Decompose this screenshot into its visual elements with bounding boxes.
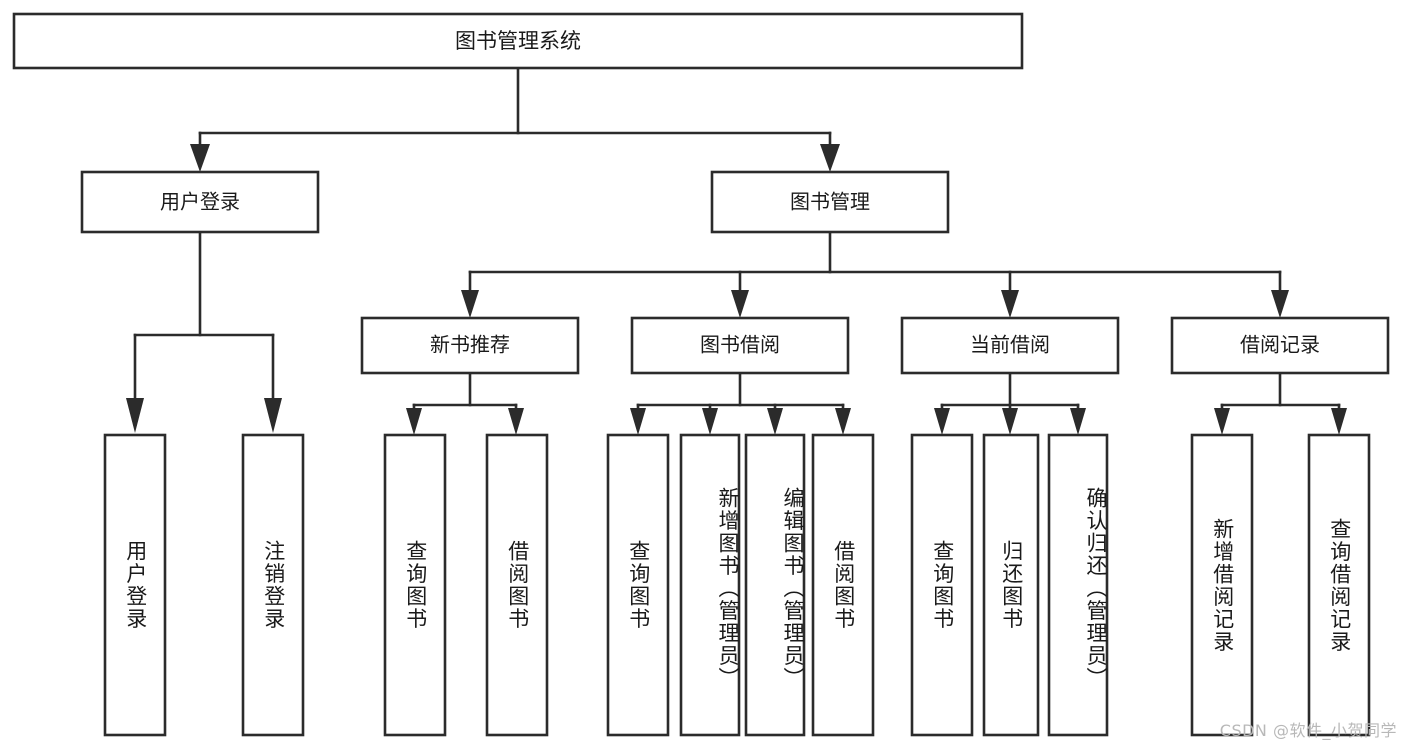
leaf-box-book-borrow-4[interactable]: [811, 433, 875, 737]
arrow-to-user-login: [190, 144, 210, 172]
connector-group-current-borrow: [934, 371, 1086, 435]
leaf-boxes-book-borrow: [606, 433, 875, 737]
connector-group-book-manage: [461, 230, 1289, 318]
arrow-to-leaf-user-login-2: [264, 398, 282, 433]
arrow-to-leaf-user-login-1: [126, 398, 144, 433]
leaf-boxes-current-borrow: [910, 433, 1109, 737]
node-current-borrow-label: 当前借阅: [970, 333, 1050, 357]
connector-group-user-login: [126, 230, 282, 433]
arrow-to-leaf-cb-2: [1002, 408, 1018, 435]
leaf-box-book-borrow-3[interactable]: [744, 433, 806, 737]
arrow-to-leaf-bb-3: [767, 408, 783, 435]
arrow-to-new-book-rec: [461, 290, 479, 318]
arrow-to-leaf-nbr-1: [406, 408, 422, 435]
arrow-to-leaf-bb-2: [702, 408, 718, 435]
leaf-box-user-login-1[interactable]: [103, 433, 167, 737]
node-borrow-record-box[interactable]: [1170, 316, 1390, 375]
leaf-box-user-login-2[interactable]: [241, 433, 305, 737]
leaf-boxes-user-login: [103, 433, 305, 737]
arrow-to-leaf-bb-4: [835, 408, 851, 435]
arrow-to-borrow-record: [1271, 290, 1289, 318]
leaf-boxes-borrow-record: [1190, 433, 1371, 737]
node-borrow-record-label: 借阅记录: [1240, 333, 1320, 357]
node-book-manage-label: 图书管理: [790, 190, 870, 214]
leaf-box-new-book-rec-2[interactable]: [485, 433, 549, 737]
node-root[interactable]: 图书管理系统: [12, 12, 1024, 70]
arrow-to-book-manage: [820, 144, 840, 172]
node-new-book-rec[interactable]: 新书推荐: [360, 316, 580, 375]
connector-group-borrow-record: [1214, 371, 1347, 435]
arrow-to-current-borrow: [1001, 290, 1019, 318]
node-book-manage[interactable]: 图书管理: [710, 170, 950, 234]
node-book-borrow-label: 图书借阅: [700, 333, 780, 357]
arrow-to-leaf-br-1: [1214, 408, 1230, 435]
connector-group-book-borrow: [630, 371, 851, 435]
arrow-to-leaf-br-2: [1331, 408, 1347, 435]
arrow-to-book-borrow: [731, 290, 749, 318]
leaf-box-current-borrow-1[interactable]: [910, 433, 974, 737]
node-book-manage-box[interactable]: [710, 170, 950, 234]
arrow-to-leaf-nbr-2: [508, 408, 524, 435]
arrow-to-leaf-cb-1: [934, 408, 950, 435]
node-root-label: 图书管理系统: [455, 29, 581, 53]
leaf-box-current-borrow-2[interactable]: [982, 433, 1040, 737]
leaf-boxes-new-book-rec: [383, 433, 549, 737]
leaf-box-current-borrow-3[interactable]: [1047, 433, 1109, 737]
leaf-box-book-borrow-1[interactable]: [606, 433, 670, 737]
node-new-book-rec-label: 新书推荐: [430, 333, 510, 357]
node-borrow-record[interactable]: 借阅记录: [1170, 316, 1390, 375]
leaf-box-new-book-rec-1[interactable]: [383, 433, 447, 737]
node-book-borrow[interactable]: 图书借阅: [630, 316, 850, 375]
connector-group-new-book-rec: [406, 371, 524, 435]
leaf-box-borrow-record-1[interactable]: [1190, 433, 1254, 737]
node-root-box[interactable]: [12, 12, 1024, 70]
csdn-watermark: CSDN @软件_小贺同学: [1219, 721, 1397, 740]
arrow-to-leaf-bb-1: [630, 408, 646, 435]
node-current-borrow-box[interactable]: [900, 316, 1120, 375]
node-current-borrow[interactable]: 当前借阅: [900, 316, 1120, 375]
node-book-borrow-box[interactable]: [630, 316, 850, 375]
node-user-login-box[interactable]: [80, 170, 320, 234]
node-user-login-label: 用户登录: [160, 190, 240, 214]
leaf-box-book-borrow-2[interactable]: [679, 433, 741, 737]
arrow-to-leaf-cb-3: [1070, 408, 1086, 435]
leaf-box-borrow-record-2[interactable]: [1307, 433, 1371, 737]
node-user-login[interactable]: 用户登录: [80, 170, 320, 234]
connector-group-root: [190, 66, 840, 172]
node-new-book-rec-box[interactable]: [360, 316, 580, 375]
